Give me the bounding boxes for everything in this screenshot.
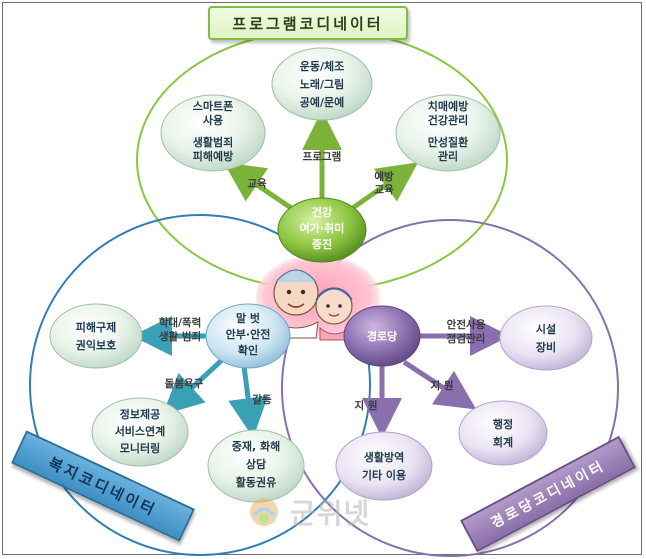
node-dementia: 치매예방 건강관리 만성질환 관리	[395, 94, 501, 172]
edge-conflict-label: 갈등	[252, 393, 272, 406]
node-counsel-line3: 활동권유	[236, 475, 276, 489]
node-admin-line1: 행정	[493, 417, 513, 431]
node-admin-line2: 회계	[493, 435, 513, 449]
program-coordinator-title: 프로그램코디네이터	[208, 6, 408, 40]
arrow-to-counsel	[228, 365, 268, 438]
node-exercise-line1: 운동/체조	[300, 59, 345, 73]
node-counsel-line2: 상담	[246, 457, 266, 471]
node-quarantine: 생활방역 기타 이용	[335, 431, 433, 501]
node-relief-line2: 권익보호	[76, 338, 116, 352]
senior-center-circle	[281, 219, 619, 557]
node-dementia-line5: 관리	[438, 149, 458, 163]
edge-prevention-label-1: 예방	[374, 170, 394, 183]
node-info-line3: 모니터링	[120, 441, 160, 455]
edge-abuse-label-1: 학대/폭력	[159, 316, 201, 329]
node-exercise: 운동/체조 노래/그림 공예/문예	[271, 47, 373, 121]
node-smartphone-line1: 스마트폰	[193, 99, 233, 113]
edge-care-needs-label: 돌봄욕구	[165, 378, 204, 390]
hub-care-line2: 안부·안전	[226, 327, 271, 341]
edge-education-label: 교육	[247, 178, 267, 190]
node-smartphone-line5: 피해예방	[193, 149, 233, 163]
node-exercise-line3: 공예/문예	[300, 95, 345, 109]
node-info-line2: 서비스연계	[115, 424, 166, 438]
node-dementia-line2: 건강관리	[428, 113, 468, 127]
arrow-to-smartphone	[223, 162, 302, 217]
node-smartphone-line2: 사용	[203, 113, 223, 127]
node-exercise-line2: 노래/그림	[300, 77, 345, 91]
arrow-to-admin	[402, 359, 477, 410]
node-quarantine-line1: 생활방역	[364, 450, 404, 464]
hub-care-line3: 확인	[238, 343, 258, 357]
node-facility-line2: 장비	[536, 340, 556, 354]
watermark-logo-icon	[250, 498, 278, 526]
edge-abuse-label-2: 생활 범죄	[159, 330, 201, 343]
hub-senior-center: 경로당	[343, 305, 421, 367]
edge-safety-label-1: 안전사용	[447, 318, 486, 331]
watermark: 군위넷	[244, 492, 370, 532]
arrow-to-info	[162, 358, 224, 415]
hub-care: 말 벗 안부·안전 확인	[205, 303, 291, 369]
node-counsel-line1: 중재, 화해	[232, 439, 281, 453]
hub-health: 건강 여가·취미 증진	[277, 197, 367, 263]
edge-support-right-label: 지 원	[431, 379, 454, 392]
welfare-circle	[29, 214, 371, 556]
node-admin: 행정 회계	[458, 400, 548, 466]
elderly-couple-illustration	[273, 269, 353, 341]
hub-health-line3: 증진	[312, 237, 332, 251]
node-dementia-line4: 만성질환	[428, 135, 468, 149]
edge-program-label: 프로그램	[303, 151, 342, 163]
node-info-line1: 정보제공	[120, 407, 160, 421]
node-facility-line1: 시설	[536, 322, 556, 336]
node-relief: 피해구제 권익보호	[49, 303, 143, 369]
edge-safety-label-2: 점검관리	[447, 332, 486, 345]
node-dementia-line1: 치매예방	[428, 99, 468, 113]
node-smartphone-line4: 생활범죄	[193, 135, 233, 149]
node-facility: 시설 장비	[499, 305, 593, 371]
edge-prevention-label-2: 교육	[374, 184, 394, 196]
node-quarantine-line2: 기타 이용	[362, 468, 406, 482]
hub-care-line1: 말 벗	[236, 311, 260, 325]
arrow-to-dementia	[342, 162, 419, 217]
edge-support-down-label: 지 원	[355, 399, 378, 412]
node-counsel: 중재, 화해 상담 활동권유	[207, 429, 305, 503]
node-info: 정보제공 서비스연계 모니터링	[91, 397, 189, 467]
hub-health-line1: 건강	[312, 205, 332, 219]
hub-senior-center-label: 경로당	[367, 329, 397, 343]
node-smartphone: 스마트폰 사용 생활범죄 피해예방	[160, 94, 266, 172]
node-relief-line1: 피해구제	[76, 320, 116, 334]
watermark-text: 군위넷	[290, 497, 371, 530]
hub-health-line2: 여가·취미	[300, 221, 345, 235]
